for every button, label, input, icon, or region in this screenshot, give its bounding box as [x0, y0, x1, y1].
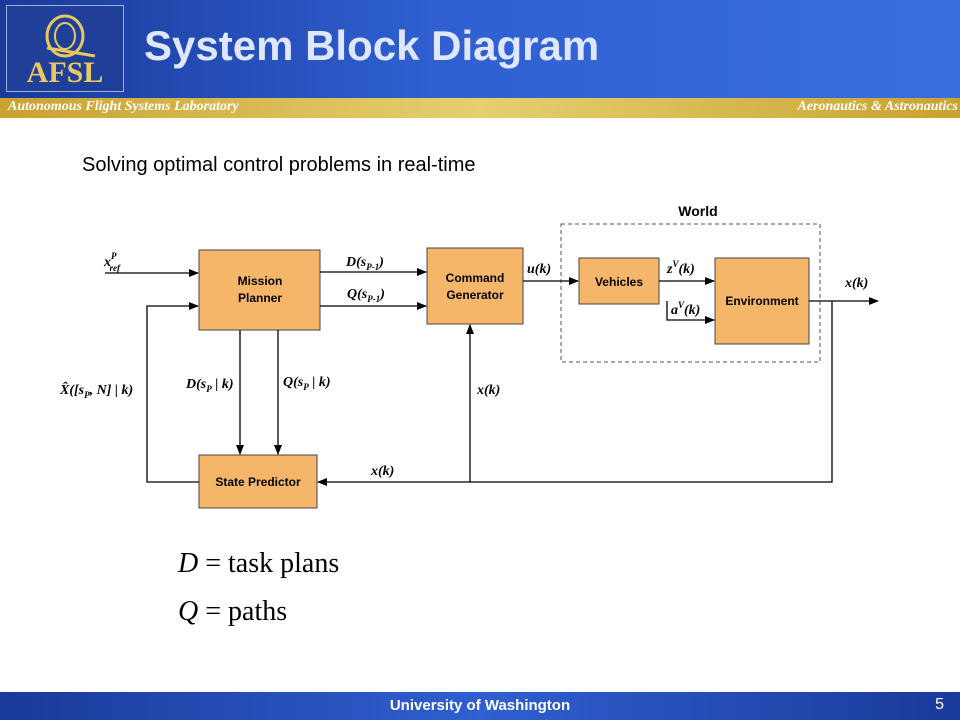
- slide-subtitle: Solving optimal control problems in real…: [82, 154, 476, 176]
- q-pred-text: Q(s: [283, 375, 304, 390]
- q-input-label: Q(sP-1): [347, 287, 385, 304]
- a-sup: V: [678, 300, 685, 310]
- z-sup: V: [672, 259, 679, 269]
- header-band: [0, 98, 960, 118]
- d-pred-tail: | k): [212, 377, 234, 392]
- x-feedback-label: x(k): [476, 383, 500, 398]
- x-output-label: x(k): [844, 276, 868, 291]
- feedback-to-predictor-arrow: [317, 301, 833, 486]
- a-arg: (k): [684, 303, 700, 318]
- department-name: Aeronautics & Astronautics: [797, 99, 958, 114]
- formula-q: Q = paths: [178, 596, 287, 628]
- page-number: 5: [935, 696, 944, 713]
- xhat-label: X̂([sP, N] | k): [59, 381, 133, 400]
- logo-text: AFSL: [27, 56, 104, 89]
- q-input-sub: P-1: [367, 294, 380, 304]
- a-arrow: [666, 301, 715, 324]
- z-label: zV(k): [666, 259, 695, 277]
- xhat-sub: P: [84, 390, 90, 400]
- afsl-logo-emblem: AFSL: [27, 14, 104, 89]
- q-pred-tail: | k): [309, 375, 331, 390]
- d-pred-text: D(s: [185, 377, 207, 392]
- a-text: a: [671, 303, 678, 318]
- command-generator-label-line2: Generator: [446, 288, 504, 302]
- mission-planner-block: Mission Planner: [198, 249, 321, 331]
- mission-planner-label-line1: Mission: [238, 274, 283, 288]
- d-pred-label: D(sP | k): [185, 377, 233, 394]
- d-input-label: D(sP-1): [345, 255, 384, 272]
- formula-d-var: D: [178, 548, 199, 579]
- xref-symbol: x: [103, 255, 111, 270]
- xref-subscript: ref: [110, 263, 121, 273]
- lab-name: Autonomous Flight Systems Laboratory: [8, 99, 239, 114]
- z-text: z: [666, 262, 673, 277]
- command-generator-label-line1: Command: [446, 271, 505, 285]
- xhat-arrow: [146, 302, 199, 483]
- a-label: aV(k): [671, 300, 700, 318]
- q-pred-label: Q(sP | k): [283, 375, 330, 392]
- world-region: [560, 223, 821, 363]
- z-arg: (k): [678, 262, 694, 277]
- formula-q-var: Q: [178, 596, 199, 627]
- u-label: u(k): [527, 262, 551, 277]
- footer-university: University of Washington: [389, 697, 571, 714]
- q-pred-sub: P: [303, 382, 309, 392]
- afsl-logo: AFSL: [6, 5, 124, 92]
- d-input-sub: P-1: [366, 262, 379, 272]
- xhat-text: X̂([s: [59, 381, 85, 398]
- page-title: System Block Diagram: [144, 22, 600, 69]
- xref-superscript: P: [111, 251, 117, 261]
- d-pred-sub: P: [206, 384, 212, 394]
- state-predictor-block: State Predictor: [198, 454, 318, 509]
- vehicles-block: Vehicles: [578, 257, 660, 305]
- world-label: World: [678, 203, 717, 219]
- q-input-text: Q(s: [347, 287, 368, 302]
- environment-block: Environment: [714, 257, 810, 345]
- d-input-text: D(s: [345, 255, 367, 270]
- formula-d: D = task plans: [178, 548, 339, 580]
- slide-header: [0, 0, 960, 98]
- x-to-predictor-label: x(k): [370, 464, 394, 479]
- xhat-tail: , N] | k): [89, 383, 134, 398]
- slide-footer: [0, 692, 960, 720]
- state-predictor-label: State Predictor: [215, 475, 301, 489]
- formula-d-text: = task plans: [198, 548, 340, 579]
- formula-q-text: = paths: [198, 596, 288, 627]
- vehicles-label: Vehicles: [595, 275, 643, 289]
- command-generator-block: Command Generator: [426, 247, 524, 325]
- mission-planner-label-line2: Planner: [238, 291, 282, 305]
- environment-label: Environment: [725, 294, 798, 308]
